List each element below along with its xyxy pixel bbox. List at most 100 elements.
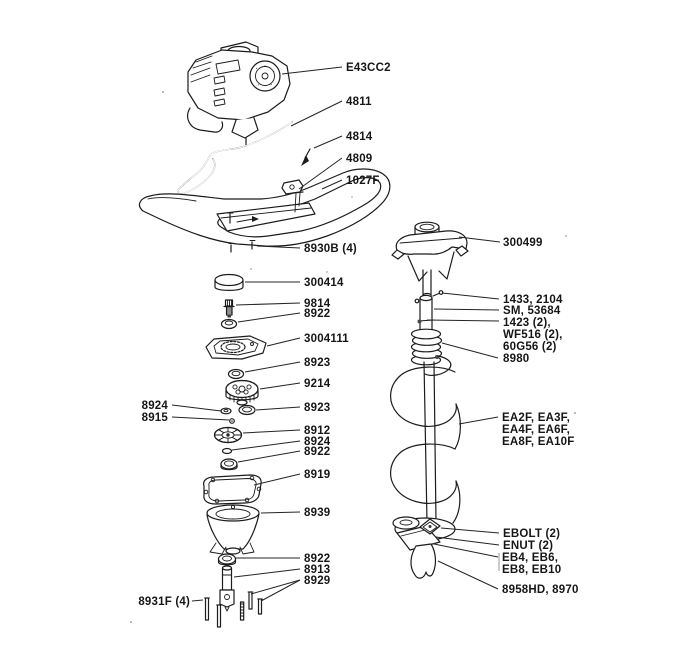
leader-sm <box>433 308 500 311</box>
engine-slots <box>213 75 226 107</box>
throttle-illustration <box>281 179 304 213</box>
shaft-top <box>221 565 233 571</box>
gasket-hole-4 <box>214 498 220 504</box>
noise-dot <box>535 591 537 593</box>
part-label-8923-a: 8923 <box>304 357 330 369</box>
auger-shaft <box>423 361 437 523</box>
engine-shroud-panel <box>215 59 241 75</box>
handlebar-illustration <box>138 168 391 247</box>
pin-8931f-1 <box>204 597 210 621</box>
handlebar-grip-line <box>147 197 197 202</box>
part-labels: E43CC2 4811 4814 4809 1027F 8930B (4) 30… <box>138 62 578 608</box>
part-label-3004111: 3004111 <box>304 333 349 345</box>
part-label-4809: 4809 <box>346 153 372 165</box>
auger-illustration <box>390 355 461 541</box>
clamp-bolt-1423 <box>417 319 422 324</box>
leader-8929-1 <box>250 579 301 595</box>
ring-8923-a <box>227 368 245 380</box>
recoil-starter-icon <box>249 60 281 92</box>
part-label-eb-1: EB4, EB6, <box>502 552 558 564</box>
throttle-clamp <box>292 191 304 194</box>
bolt-9814 <box>223 299 235 318</box>
plate-recess <box>213 338 259 356</box>
scan-noise <box>130 91 576 623</box>
bearing-8922-c <box>217 553 237 566</box>
bolt-knurl <box>227 299 232 307</box>
housing-8939 <box>206 504 260 555</box>
pin-threaded <box>239 601 245 621</box>
assembly-arrow-line <box>236 218 254 223</box>
noise-dot <box>162 91 164 93</box>
part-label-sm53684: SM, 53684 <box>503 305 561 317</box>
ring-8922-a <box>220 318 238 330</box>
auger-flight-back-2 <box>452 480 461 524</box>
ring-8922-b <box>220 458 238 471</box>
gasket-8919 <box>203 474 262 505</box>
part-label-8930b: 8930B (4) <box>304 243 357 255</box>
part-label-ea-3: EA8F, EA10F <box>502 436 575 448</box>
part-label-8939: 8939 <box>304 507 330 519</box>
throttle-mount-screw <box>294 192 301 213</box>
ring-inner <box>224 320 234 326</box>
part-label-1027f: 1027F <box>346 175 380 187</box>
part-label-8958hd: 8958HD, 8970 <box>502 584 579 596</box>
leader-4814 <box>313 135 343 149</box>
gear-center-hole <box>238 385 246 393</box>
leader-1027f <box>321 179 343 190</box>
bearing-inner <box>222 555 232 562</box>
part-label-8931f: 8931F (4) <box>138 596 190 608</box>
shaft-tube <box>419 297 433 331</box>
cable-core <box>177 121 293 195</box>
leader-8915 <box>171 416 230 421</box>
engine-illustration <box>187 41 291 147</box>
pin-thread-lines <box>240 603 245 617</box>
gear-9214 <box>225 379 259 406</box>
part-label-1423: 1423 (2), <box>503 317 551 329</box>
plate-ring-inner <box>225 343 241 351</box>
engine-mount-bracket <box>231 117 259 139</box>
auger-flight-back-1 <box>454 403 461 450</box>
auger-flight-2 <box>390 443 457 504</box>
part-label-enut: ENUT (2) <box>503 540 553 552</box>
leader-1423 <box>426 319 500 322</box>
gasket-inner <box>208 478 257 502</box>
leader-3004111 <box>266 337 301 347</box>
leader-9814 <box>235 302 301 306</box>
part-label-wf516: WF516 (2), <box>503 329 563 341</box>
part-label-8980: 8980 <box>503 353 529 365</box>
leader-8913 <box>233 568 301 578</box>
housing-bolt <box>230 504 236 510</box>
gearcase-output-shaft <box>422 269 432 296</box>
ring-inner <box>231 370 241 377</box>
part-label-8924-b: 8924 <box>304 436 331 448</box>
part-label-300499: 300499 <box>503 237 543 249</box>
part-label-8913: 8913 <box>304 564 330 576</box>
ring-inner <box>224 460 234 467</box>
bolt-1433-head <box>438 290 444 295</box>
blade-clamp-bolt <box>428 525 432 528</box>
engine-cooling-fins <box>190 55 213 83</box>
coil-1 <box>410 328 442 340</box>
shaft-tube-top <box>419 294 433 302</box>
leader-8929-2 <box>260 579 301 602</box>
plate-ring-teeth <box>220 340 246 354</box>
recoil-starter-inner <box>255 66 275 86</box>
part-label-8923-b: 8923 <box>304 402 330 414</box>
shaft-8913 <box>219 565 235 612</box>
part-label-8929: 8929 <box>304 575 330 587</box>
housing-feet <box>209 542 255 555</box>
leader-4811 <box>290 100 343 127</box>
leader-8930b <box>256 245 301 249</box>
gear-center <box>226 433 230 437</box>
recoil-starter-hub <box>261 72 269 80</box>
gear-hole-4 <box>243 389 249 395</box>
leader-8958 <box>437 560 499 590</box>
gearcase-legs <box>407 251 455 282</box>
pin-8929-2 <box>257 598 263 615</box>
cap-top <box>214 273 244 287</box>
screw-4814-illustration <box>301 148 311 166</box>
part-label-4814: 4814 <box>346 131 373 143</box>
pins-illustration <box>204 591 263 628</box>
pin-8929-1 <box>248 591 253 610</box>
gear-8912 <box>213 426 243 444</box>
